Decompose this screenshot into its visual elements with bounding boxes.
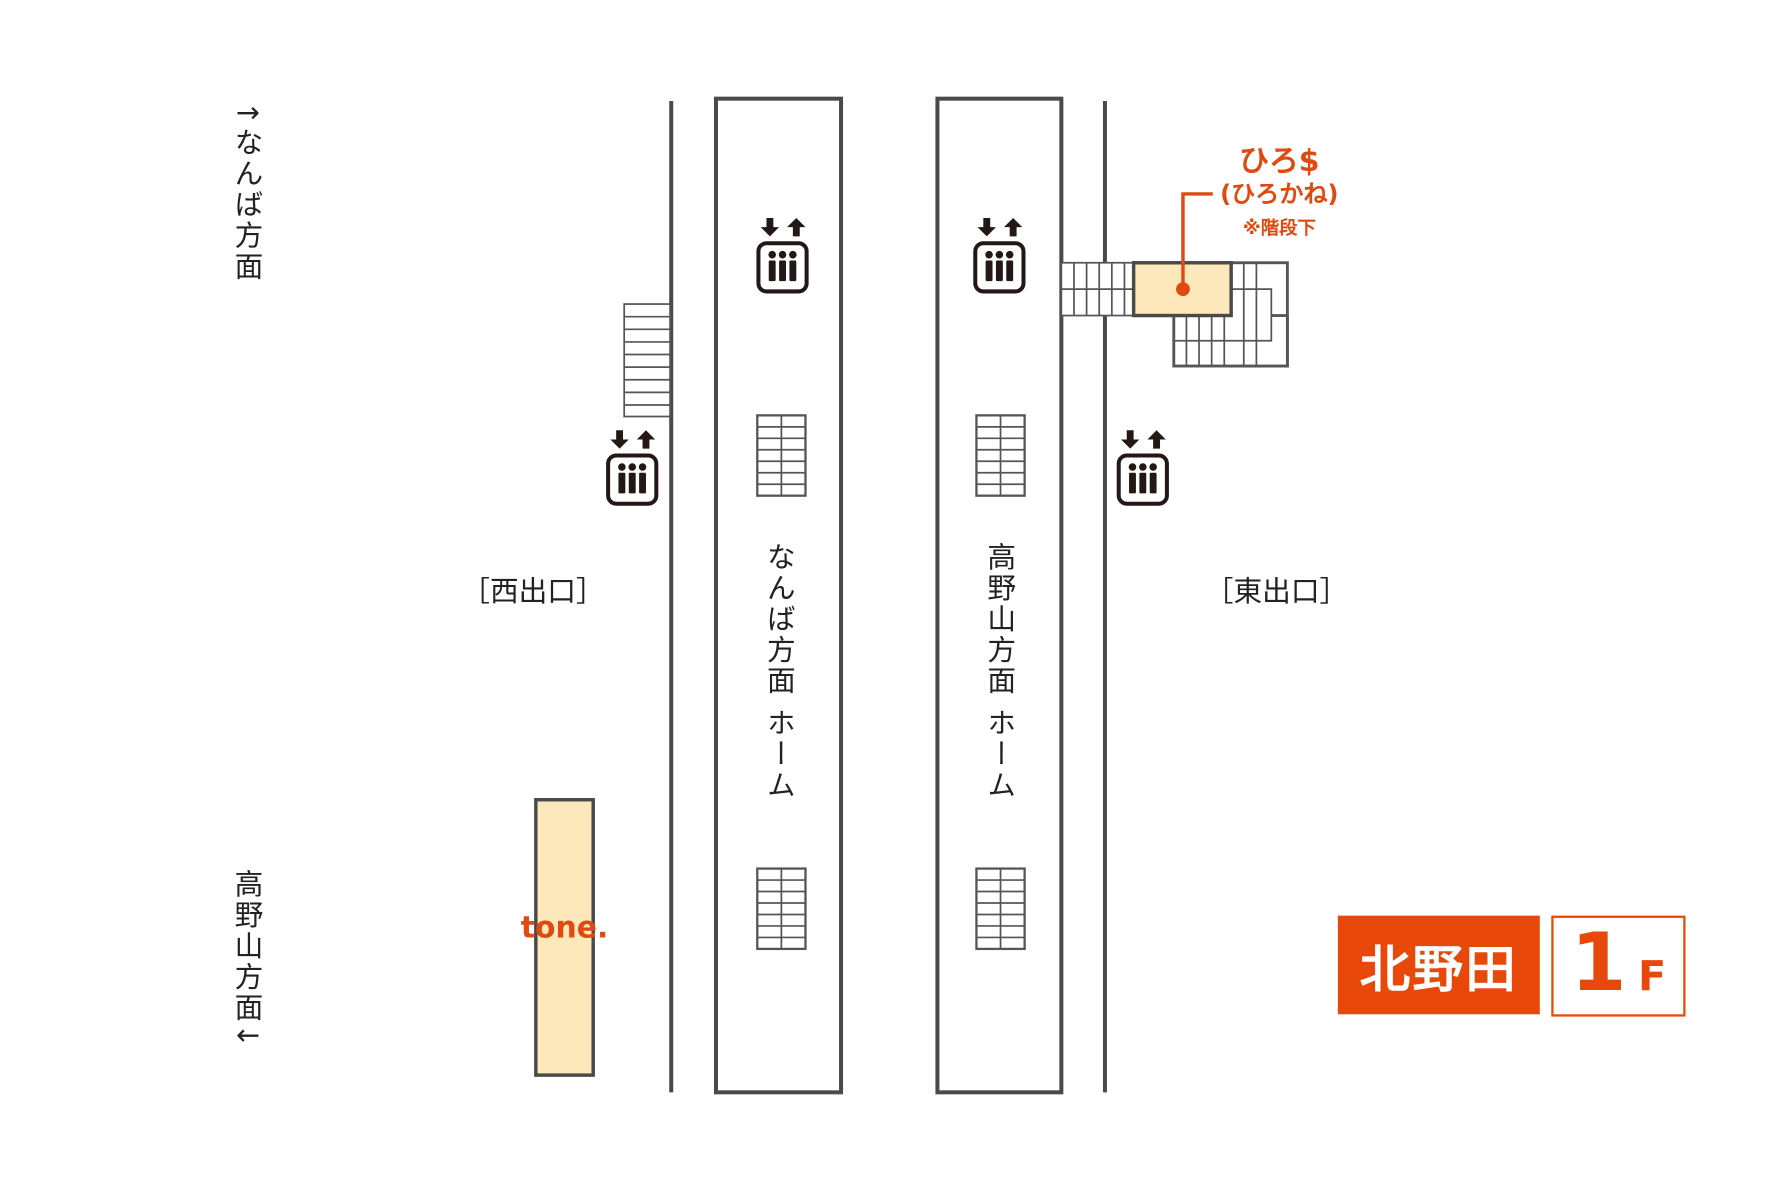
west-stairs — [623, 303, 671, 418]
platform-label-koyasan: 高野山方面 ホーム — [983, 541, 1017, 801]
floor-badge: 1 F — [1551, 915, 1686, 1017]
floor-unit: F — [1637, 953, 1667, 1001]
stairs-icon — [975, 867, 1026, 951]
direction-namba: ↑なんば方面 — [230, 100, 264, 283]
escalator-icon — [1119, 430, 1167, 503]
hirokane-leader-line — [1181, 192, 1213, 290]
east-bridge-stairs — [1060, 261, 1289, 368]
direction-koyasan: 高野山方面↓ — [230, 868, 264, 1050]
escalator-icon — [608, 430, 656, 503]
west-exit-label: ［西出口］ — [461, 574, 605, 609]
platform-label-namba: なんば方面 ホーム — [763, 541, 797, 801]
tone-shop-label: tone. — [520, 911, 609, 946]
tone-shop-area — [534, 798, 595, 1077]
stairs-icon — [756, 867, 807, 951]
hirokane-shop-label: ひろ$ — [1239, 144, 1320, 179]
east-exit-label: ［東出口］ — [1204, 574, 1349, 609]
hirokane-reading: (ひろかね) — [1220, 180, 1339, 208]
hirokane-location-dot — [1176, 282, 1190, 297]
floor-number: 1 — [1570, 915, 1627, 1010]
stairs-icon — [756, 414, 807, 497]
station-name-badge: 北野田 — [1337, 915, 1540, 1015]
hirokane-note: ※階段下 — [1242, 216, 1316, 239]
stairs-icon — [975, 414, 1026, 497]
